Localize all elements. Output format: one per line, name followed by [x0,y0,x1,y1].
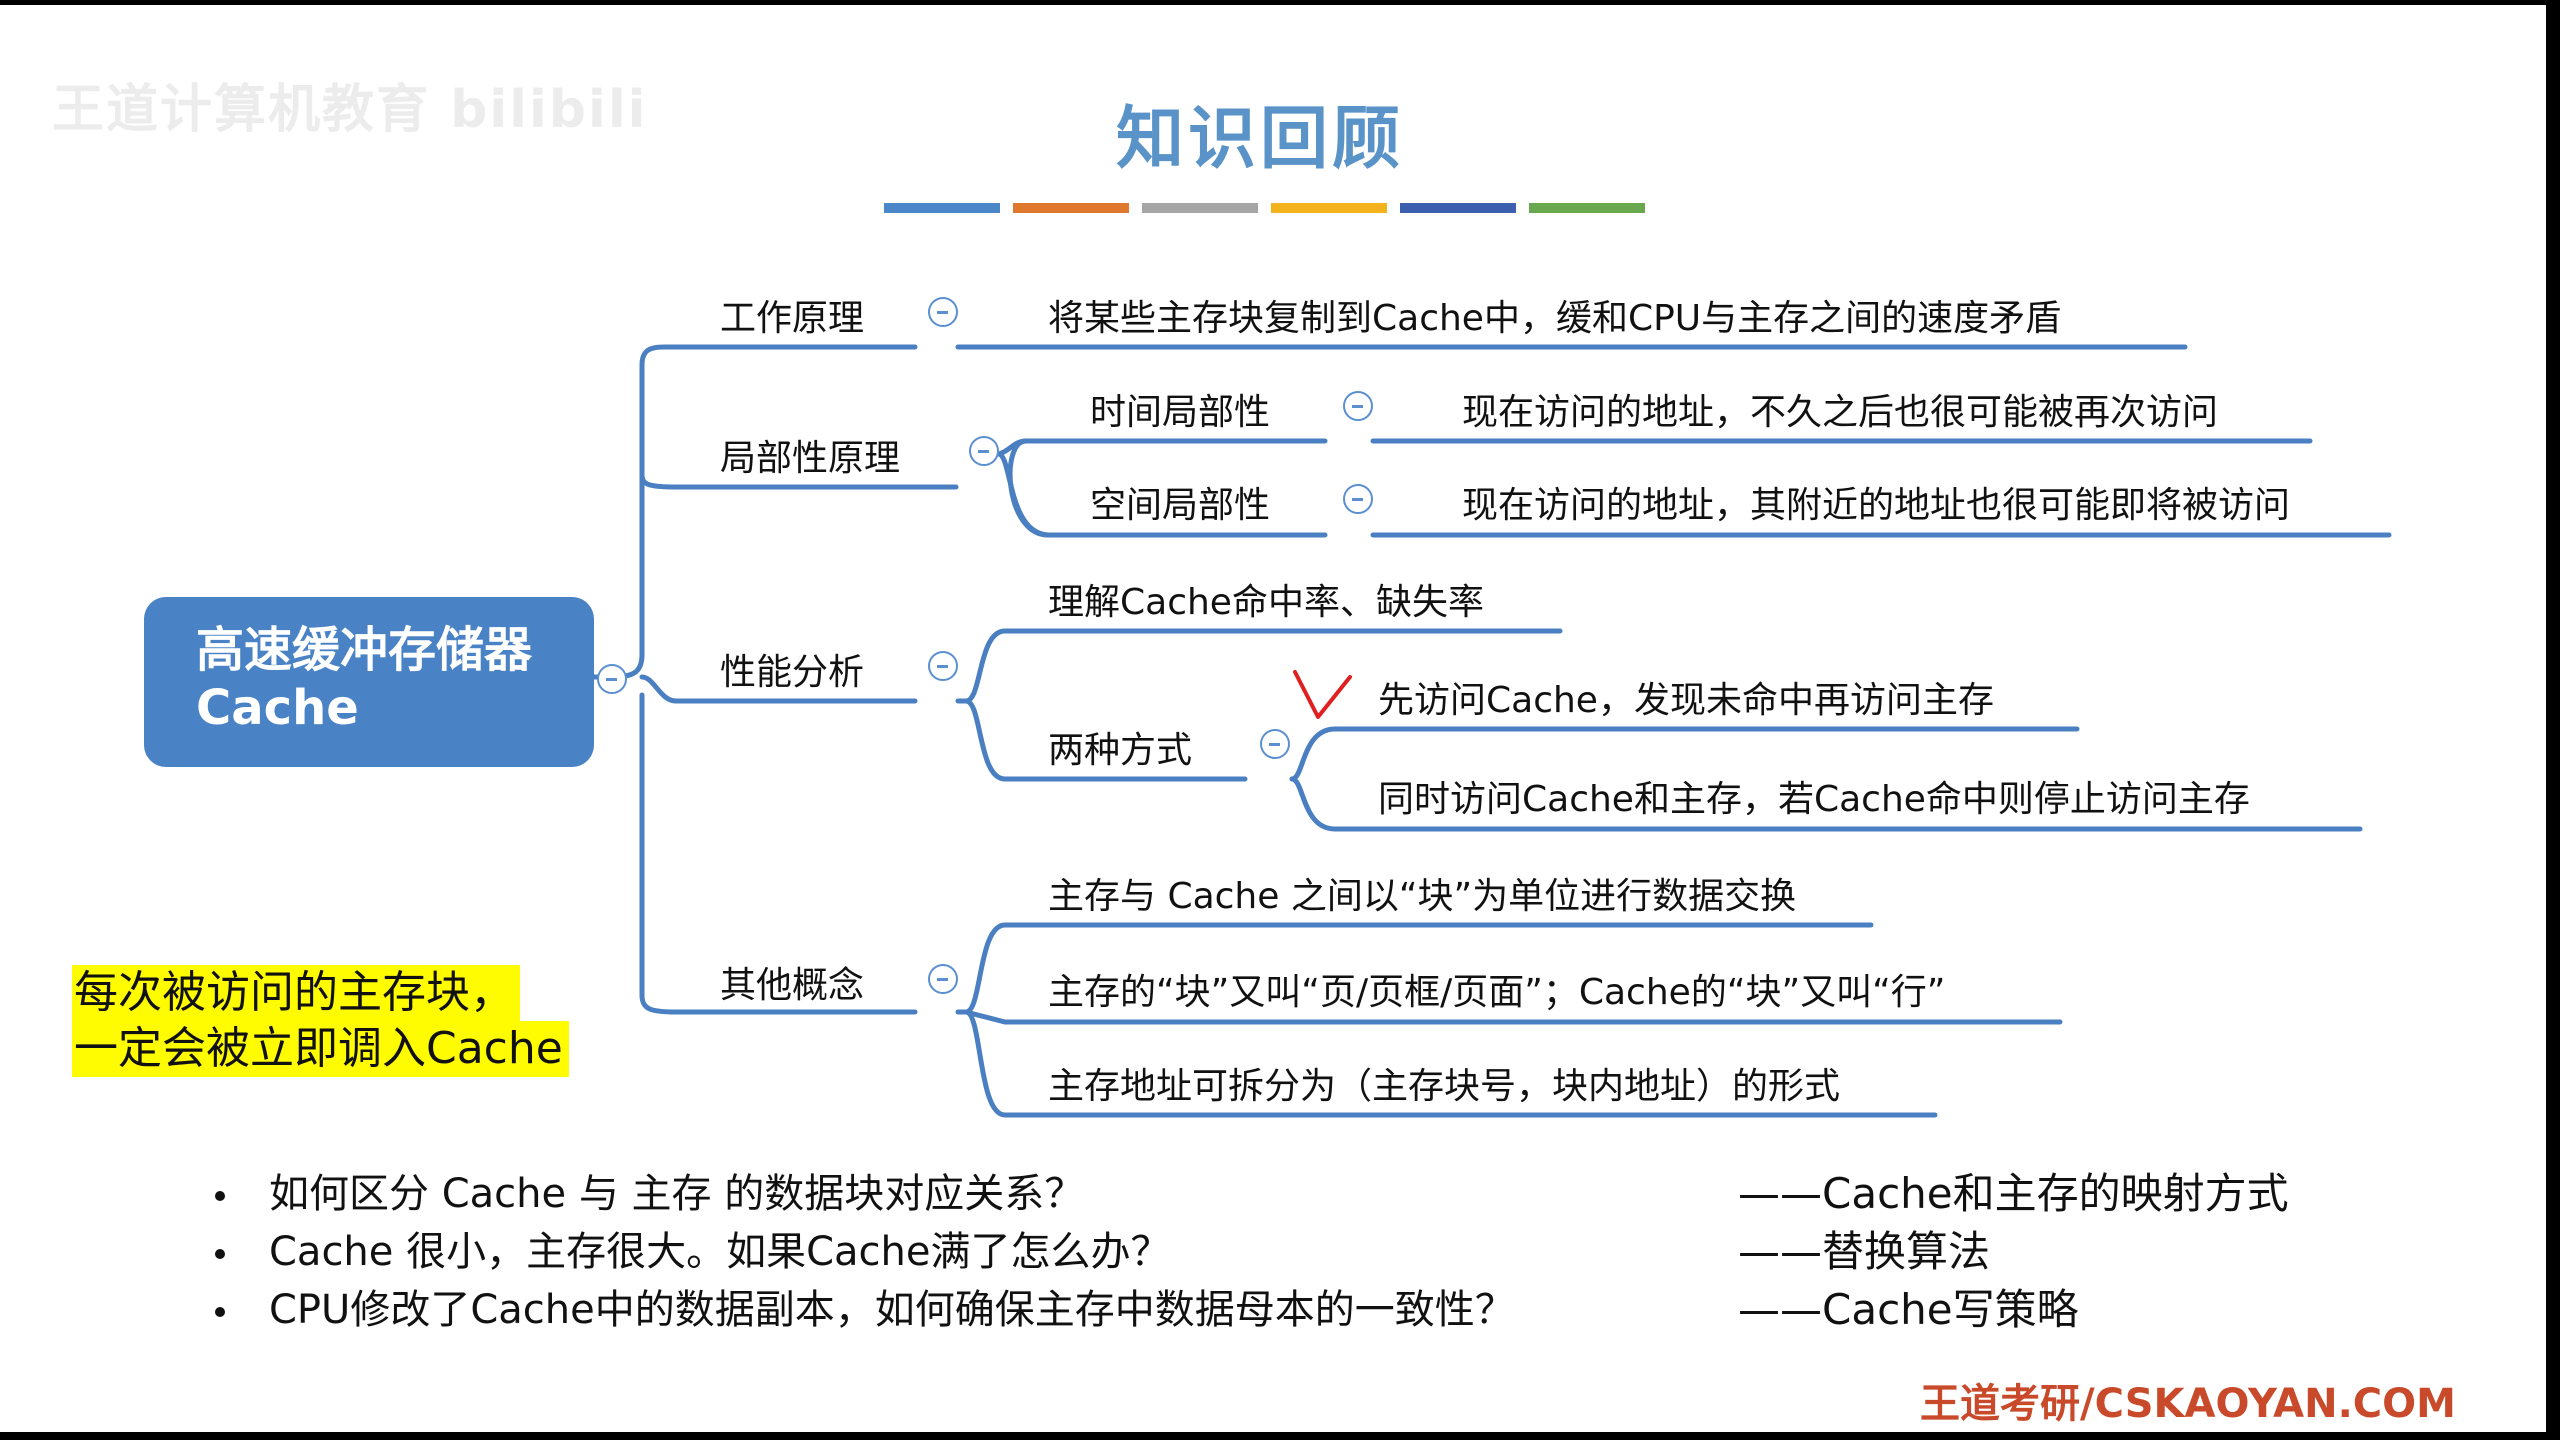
root-label-line1: 高速缓冲存储器 [196,622,533,678]
root-node-label: 高速缓冲存储器 Cache [196,621,532,737]
question-list: 如何区分 Cache 与 主存 的数据块对应关系？ Cache 很小，主存很大。… [215,1165,1515,1339]
color-bar-4 [1271,203,1387,213]
answer-text: ——Cache和主存的映射方式 [1738,1169,2289,1218]
other-item-1[interactable]: 主存与 Cache 之间以“块”为单位进行数据交换 [1048,876,1797,917]
other-item-3[interactable]: 主存地址可拆分为（主存块号，块内地址）的形式 [1048,1066,1841,1107]
working-principle-detail[interactable]: 将某些主存块复制到Cache中，缓和CPU与主存之间的速度矛盾 [1048,298,2062,339]
note-line-2: 一定会被立即调入Cache [72,1021,569,1077]
bullet-icon [215,1249,225,1259]
watermark: 王道计算机教育 bilibili [52,80,648,140]
red-checkmark-icon [1293,670,1352,719]
bullet-icon [215,1307,225,1317]
question-text: CPU修改了Cache中的数据副本，如何确保主存中数据母本的一致性？ [269,1287,1515,1333]
question-text: 如何区分 Cache 与 主存 的数据块对应关系？ [269,1171,1085,1217]
color-bar-1 [884,203,1000,213]
working-principle-collapse-icon[interactable] [928,297,958,327]
temporal-locality-detail[interactable]: 现在访问的地址，不久之后也很可能被再次访问 [1462,392,2219,433]
footer-brand: 王道考研/CSKAOYAN.COM [1920,1381,2456,1427]
color-bar-2 [1013,203,1129,213]
hit-rate-item[interactable]: 理解Cache命中率、缺失率 [1048,582,1484,623]
question-item: 如何区分 Cache 与 主存 的数据块对应关系？ [215,1165,1515,1223]
answer-list: ——Cache和主存的映射方式 ——替换算法 ——Cache写策略 [1738,1165,2289,1339]
way-1[interactable]: 先访问Cache，发现未命中再访问主存 [1378,680,1994,721]
branch-other[interactable]: 其他概念 [720,965,865,1006]
color-bar-5 [1400,203,1516,213]
other-item-2[interactable]: 主存的“块”又叫“页/页框/页面”；Cache的“块”又叫“行” [1048,972,1946,1013]
question-item: Cache 很小，主存很大。如果Cache满了怎么办？ [215,1223,1515,1281]
slide: 王道计算机教育 bilibili 知识回顾 [0,5,2546,1432]
mindmap-connectors [591,344,2392,1118]
root-node[interactable] [144,597,594,767]
color-bar-3 [1142,203,1258,213]
two-ways-node[interactable]: 两种方式 [1048,730,1193,771]
note-line-1: 每次被访问的主存块， [72,965,520,1021]
question-item: CPU修改了Cache中的数据副本，如何确保主存中数据母本的一致性？ [215,1281,1515,1339]
performance-collapse-icon[interactable] [928,651,958,681]
spatial-locality-detail[interactable]: 现在访问的地址，其附近的地址也很可能即将被访问 [1462,485,2291,526]
branch-locality[interactable]: 局部性原理 [720,438,901,479]
temporal-locality[interactable]: 时间局部性 [1090,392,1271,433]
locality-collapse-icon[interactable] [969,436,999,466]
answer-text: ——Cache写策略 [1738,1285,2079,1334]
bullet-icon [215,1191,225,1201]
root-collapse-icon[interactable] [597,664,627,694]
answer-text: ——替换算法 [1738,1227,1991,1276]
spatial-locality[interactable]: 空间局部性 [1090,485,1271,526]
root-label-line2: Cache [196,680,359,736]
slide-title: 知识回顾 [1116,100,1405,179]
way-2[interactable]: 同时访问Cache和主存，若Cache命中则停止访问主存 [1378,779,2250,820]
other-collapse-icon[interactable] [928,964,958,994]
branch-working-principle[interactable]: 工作原理 [720,298,865,339]
branch-performance[interactable]: 性能分析 [720,652,865,693]
spatial-locality-collapse-icon[interactable] [1343,484,1373,514]
two-ways-collapse-icon[interactable] [1260,729,1290,759]
question-text: Cache 很小，主存很大。如果Cache满了怎么办？ [269,1229,1171,1275]
temporal-locality-collapse-icon[interactable] [1343,391,1373,421]
highlight-note: 每次被访问的主存块， 一定会被立即调入Cache [72,965,569,1077]
color-bar-6 [1529,203,1645,213]
